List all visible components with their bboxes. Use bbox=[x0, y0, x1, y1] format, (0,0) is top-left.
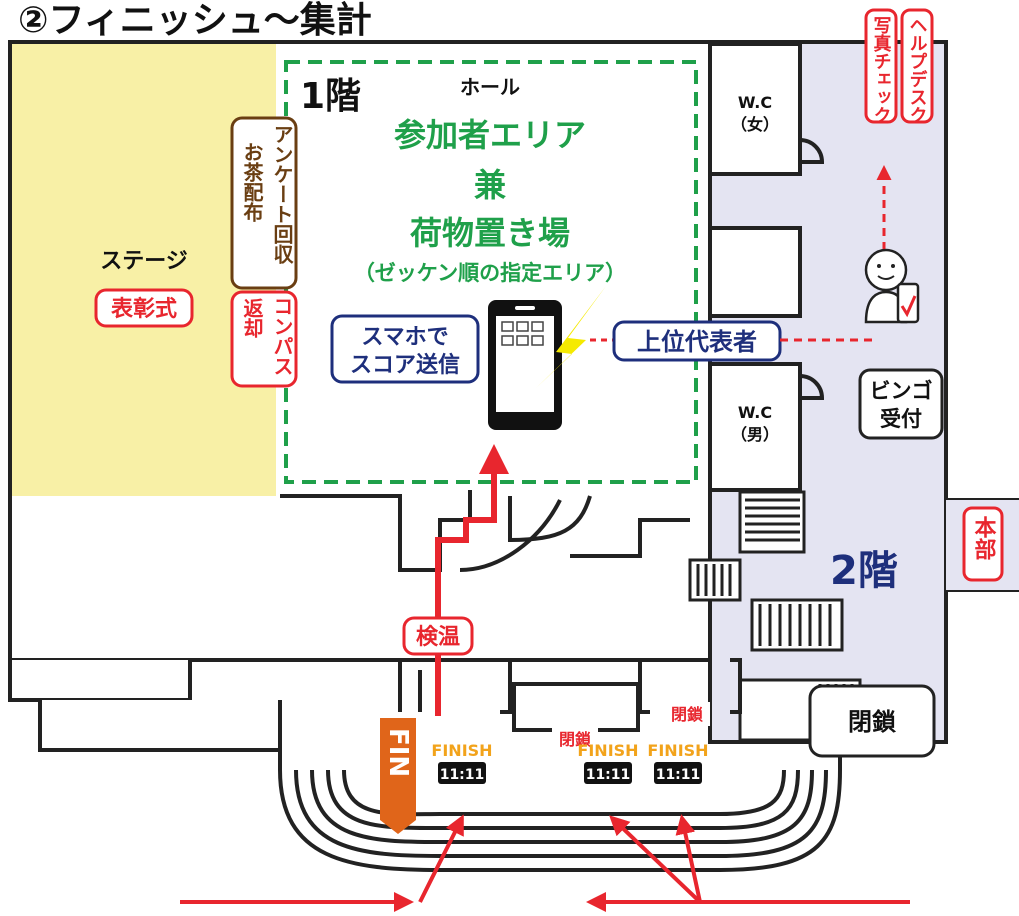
smartphone-label-2: スコア送信 bbox=[350, 352, 460, 378]
survey-label-1: アンケート回収 bbox=[270, 124, 294, 265]
participant-area-line1: 参加者エリア bbox=[394, 116, 586, 154]
person-icon bbox=[864, 248, 920, 324]
closed-label-main: 閉鎖 bbox=[848, 708, 897, 736]
closed-label-2: 閉鎖 bbox=[671, 705, 704, 724]
wc-male-room bbox=[708, 362, 802, 492]
bingo-label-2: 受付 bbox=[880, 407, 922, 431]
survey-box bbox=[230, 116, 298, 290]
smartphone-icon bbox=[488, 300, 562, 430]
finish-label-3: FINISH bbox=[647, 741, 708, 760]
wc-female-label-1: W.C bbox=[738, 93, 772, 112]
awards-box bbox=[94, 288, 194, 328]
bingo-label-1: ビンゴ bbox=[870, 379, 933, 403]
temp-check-box bbox=[402, 616, 474, 656]
stage-label: ステージ bbox=[100, 249, 188, 274]
top-rep-label: 上位代表者 bbox=[637, 328, 757, 356]
person-mouth bbox=[877, 275, 895, 280]
finish-clock-3: FINISH 11:11 bbox=[647, 741, 709, 784]
checkmark-icon bbox=[900, 295, 917, 318]
finish-clock-1: FINISH 11:11 bbox=[431, 741, 493, 784]
wc-female-door bbox=[799, 138, 825, 164]
finish-label-1: FINISH bbox=[431, 741, 492, 760]
headquarters-label: 本部 bbox=[971, 516, 997, 560]
track-lanes bbox=[40, 740, 946, 872]
finish-timer-3: 11:11 bbox=[656, 767, 701, 783]
compass-label-1: コンパス bbox=[270, 296, 294, 376]
person-eye-right bbox=[891, 264, 895, 268]
finish-label-2: FINISH bbox=[577, 741, 638, 760]
closed-box-main bbox=[808, 684, 936, 758]
page-title: ②フィニッシュ～集計 bbox=[18, 0, 372, 41]
hall-label: ホール bbox=[460, 75, 520, 99]
survey-label-2: お茶配布 bbox=[240, 142, 264, 223]
participant-area-line2: 兼 bbox=[474, 166, 506, 204]
floor1-label: 1階 bbox=[300, 76, 361, 117]
closed-tag-2-bg bbox=[664, 702, 710, 726]
fin-banner bbox=[380, 718, 416, 834]
finish-clock-2: FINISH 11:11 bbox=[577, 741, 639, 784]
participant-area-note: （ゼッケン順の指定エリア） bbox=[354, 261, 626, 285]
route-arrow bbox=[435, 444, 509, 716]
help-desk-box bbox=[900, 8, 934, 124]
help-desk-label: ヘルプデスク bbox=[907, 16, 928, 124]
bingo-box bbox=[858, 368, 944, 440]
finish-timer-1: 11:11 bbox=[440, 767, 485, 783]
temp-check-label: 検温 bbox=[416, 625, 460, 650]
finish-timer-2: 11:11 bbox=[586, 767, 631, 783]
awards-label: 表彰式 bbox=[111, 296, 177, 322]
smartphone-box bbox=[330, 314, 480, 384]
approach-arrows bbox=[180, 814, 910, 912]
closed-tag-1-bg bbox=[552, 726, 598, 750]
wc-female-label-2: （女） bbox=[731, 115, 779, 134]
compass-box bbox=[230, 290, 298, 388]
finish-timer-3-bg bbox=[654, 762, 702, 784]
wc-male-label-1: W.C bbox=[738, 403, 772, 422]
finish-timer-1-bg bbox=[438, 762, 486, 784]
wc-male-door bbox=[799, 374, 825, 400]
wc-female-room bbox=[708, 42, 802, 176]
smartphone-label-1: スマホで bbox=[361, 325, 448, 350]
photo-check-label: 写真チェック bbox=[871, 16, 892, 124]
person-eye-left bbox=[877, 264, 881, 268]
closed-label-1: 閉鎖 bbox=[559, 730, 592, 749]
finish-timer-2-bg bbox=[584, 762, 632, 784]
photo-check-box bbox=[864, 8, 898, 124]
participant-area-line3: 荷物置き場 bbox=[410, 214, 570, 252]
floor2-label: 2階 bbox=[830, 548, 898, 594]
compass-label-2: 返却 bbox=[240, 298, 264, 339]
middle-room bbox=[708, 226, 802, 318]
headquarters-box bbox=[962, 506, 1004, 582]
fin-label: FIN bbox=[383, 728, 413, 777]
staircases bbox=[688, 490, 862, 742]
wc-male-label-2: （男） bbox=[731, 425, 779, 444]
